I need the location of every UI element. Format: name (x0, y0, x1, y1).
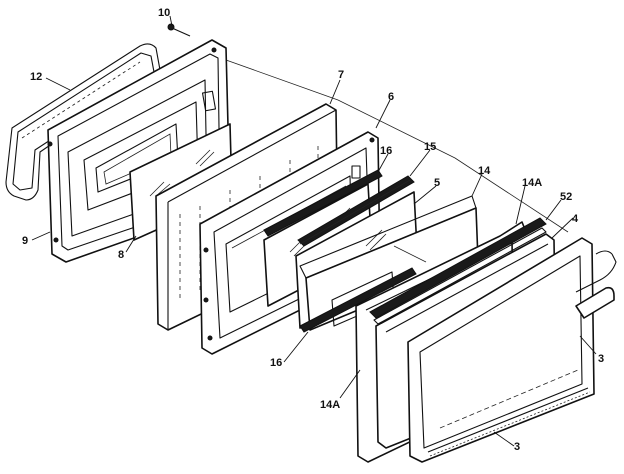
assembly-axis-line (225, 59, 569, 233)
callout-4: 4 (572, 213, 579, 225)
part-16-retainer-upper (263, 169, 383, 237)
callout-5: 5 (434, 177, 440, 189)
callout-leader-lines (31, 15, 597, 447)
callout-7: 7 (338, 69, 344, 81)
callout-14: 14 (478, 165, 491, 177)
callout-3-bottom: 3 (514, 441, 520, 453)
callout-14a-upper: 14A (522, 177, 542, 189)
callout-3-right: 3 (598, 353, 604, 365)
part-12-gasket (5, 43, 161, 201)
callout-6: 6 (388, 91, 394, 103)
part-16-retainer-lower (299, 267, 417, 333)
callout-15: 15 (424, 141, 436, 153)
callout-9: 9 (22, 235, 28, 247)
callout-10: 10 (158, 7, 170, 19)
callout-12: 12 (30, 71, 42, 83)
part-15-channel (297, 175, 415, 247)
callout-52: 52 (560, 191, 572, 203)
part-3-front-frame (407, 237, 617, 463)
callout-labels: 10 12 7 6 16 15 14 14A 52 5 4 9 8 16 14A… (22, 7, 604, 453)
part-10-screw (167, 23, 191, 37)
callout-14a-lower: 14A (320, 399, 340, 411)
callout-16-lower: 16 (270, 357, 282, 369)
part-52-top-trim (369, 217, 547, 325)
callout-8: 8 (118, 249, 124, 261)
callout-16-upper: 16 (380, 145, 392, 157)
